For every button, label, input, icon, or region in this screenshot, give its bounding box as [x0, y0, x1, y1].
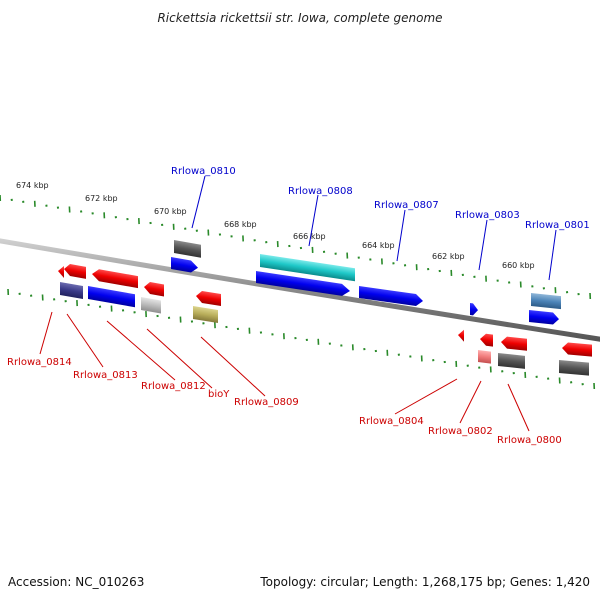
kbp-label: 668 kbp	[224, 220, 257, 229]
gene-label[interactable]: Rrlowa_0809	[234, 397, 299, 408]
outer-tick-ring	[0, 194, 592, 300]
kbp-label: 662 kbp	[432, 252, 465, 261]
feature-box[interactable]	[478, 350, 491, 364]
kbp-label: 674 kbp	[16, 181, 49, 190]
kbp-scale: 674 kbp 672 kbp 670 kbp 668 kbp 666 kbp …	[16, 181, 535, 270]
forward-strand-features	[171, 240, 561, 325]
accession-text: Accession: NC_010263	[8, 575, 144, 589]
gene-label[interactable]: Rrlowa_0814	[7, 357, 72, 368]
feature-arrow-forward[interactable]	[470, 303, 478, 316]
kbp-label: 664 kbp	[362, 241, 395, 250]
gene-label[interactable]: Rrlowa_0807	[374, 200, 439, 211]
feature-box[interactable]	[559, 360, 589, 376]
map-title: Rickettsia rickettsii str. Iowa, complet…	[157, 11, 442, 25]
label-leader-line	[106, 320, 176, 381]
feature-box[interactable]	[174, 240, 201, 258]
reverse-gene-labels: Rrlowa_0814 Rrlowa_0813 Rrlowa_0812 bioY…	[7, 311, 562, 446]
feature-box[interactable]	[88, 286, 135, 308]
kbp-label: 672 kbp	[85, 194, 118, 203]
feature-box[interactable]	[193, 306, 218, 323]
label-leader-line	[66, 313, 104, 368]
gene-label[interactable]: Rrlowa_0800	[497, 435, 562, 446]
label-leader-line	[200, 336, 266, 397]
label-leader-line	[478, 219, 488, 271]
feature-arrow-reverse[interactable]	[458, 329, 464, 342]
feature-box[interactable]	[531, 293, 561, 310]
gene-label[interactable]: Rrlowa_0802	[428, 426, 493, 437]
feature-arrow-reverse[interactable]	[58, 265, 64, 279]
gene-label[interactable]: Rrlowa_0810	[171, 166, 236, 177]
label-leader-line	[396, 209, 406, 262]
feature-arrow-reverse[interactable]	[64, 263, 86, 279]
gene-label[interactable]: Rrlowa_0803	[455, 210, 520, 221]
label-leader-line	[146, 328, 213, 389]
genome-backbone	[0, 238, 600, 342]
feature-arrow-reverse[interactable]	[144, 281, 164, 297]
feature-arrow-forward[interactable]	[256, 271, 350, 297]
feature-arrow-forward[interactable]	[171, 257, 198, 274]
feature-box[interactable]	[141, 297, 161, 314]
gene-label[interactable]: Rrlowa_0804	[359, 416, 424, 427]
feature-arrow-forward[interactable]	[359, 286, 423, 307]
feature-arrow-reverse[interactable]	[480, 333, 493, 347]
gene-label[interactable]: Rrlowa_0812	[141, 381, 206, 392]
gene-label[interactable]: Rrlowa_0808	[288, 186, 353, 197]
gene-label[interactable]: bioY	[208, 389, 230, 400]
kbp-label: 660 kbp	[502, 261, 535, 270]
kbp-label: 666 kbp	[293, 232, 326, 241]
feature-arrow-forward[interactable]	[529, 310, 559, 325]
feature-arrow-reverse[interactable]	[562, 342, 592, 357]
feature-arrow-reverse[interactable]	[501, 336, 527, 351]
label-leader-line	[548, 229, 557, 281]
inner-tick-ring	[7, 288, 596, 390]
feature-box[interactable]	[60, 282, 83, 300]
topology-text: Topology: circular; Length: 1,268,175 bp…	[259, 575, 590, 589]
label-leader-line	[459, 380, 482, 424]
feature-box[interactable]	[498, 353, 525, 369]
label-leader-line	[191, 175, 206, 229]
gene-label[interactable]: Rrlowa_0813	[73, 370, 138, 381]
forward-gene-labels: Rrlowa_0810 Rrlowa_0808 Rrlowa_0807 Rrlo…	[171, 166, 590, 281]
feature-box[interactable]	[260, 254, 355, 282]
feature-arrow-reverse[interactable]	[196, 290, 221, 306]
label-leader-line	[507, 383, 530, 432]
kbp-label: 670 kbp	[154, 207, 187, 216]
label-leader-line	[308, 194, 319, 247]
label-leader-line	[39, 311, 53, 355]
feature-arrow-reverse[interactable]	[92, 268, 138, 289]
reverse-strand-features	[58, 263, 592, 376]
gene-label[interactable]: Rrlowa_0801	[525, 220, 590, 231]
label-leader-line	[394, 378, 458, 415]
